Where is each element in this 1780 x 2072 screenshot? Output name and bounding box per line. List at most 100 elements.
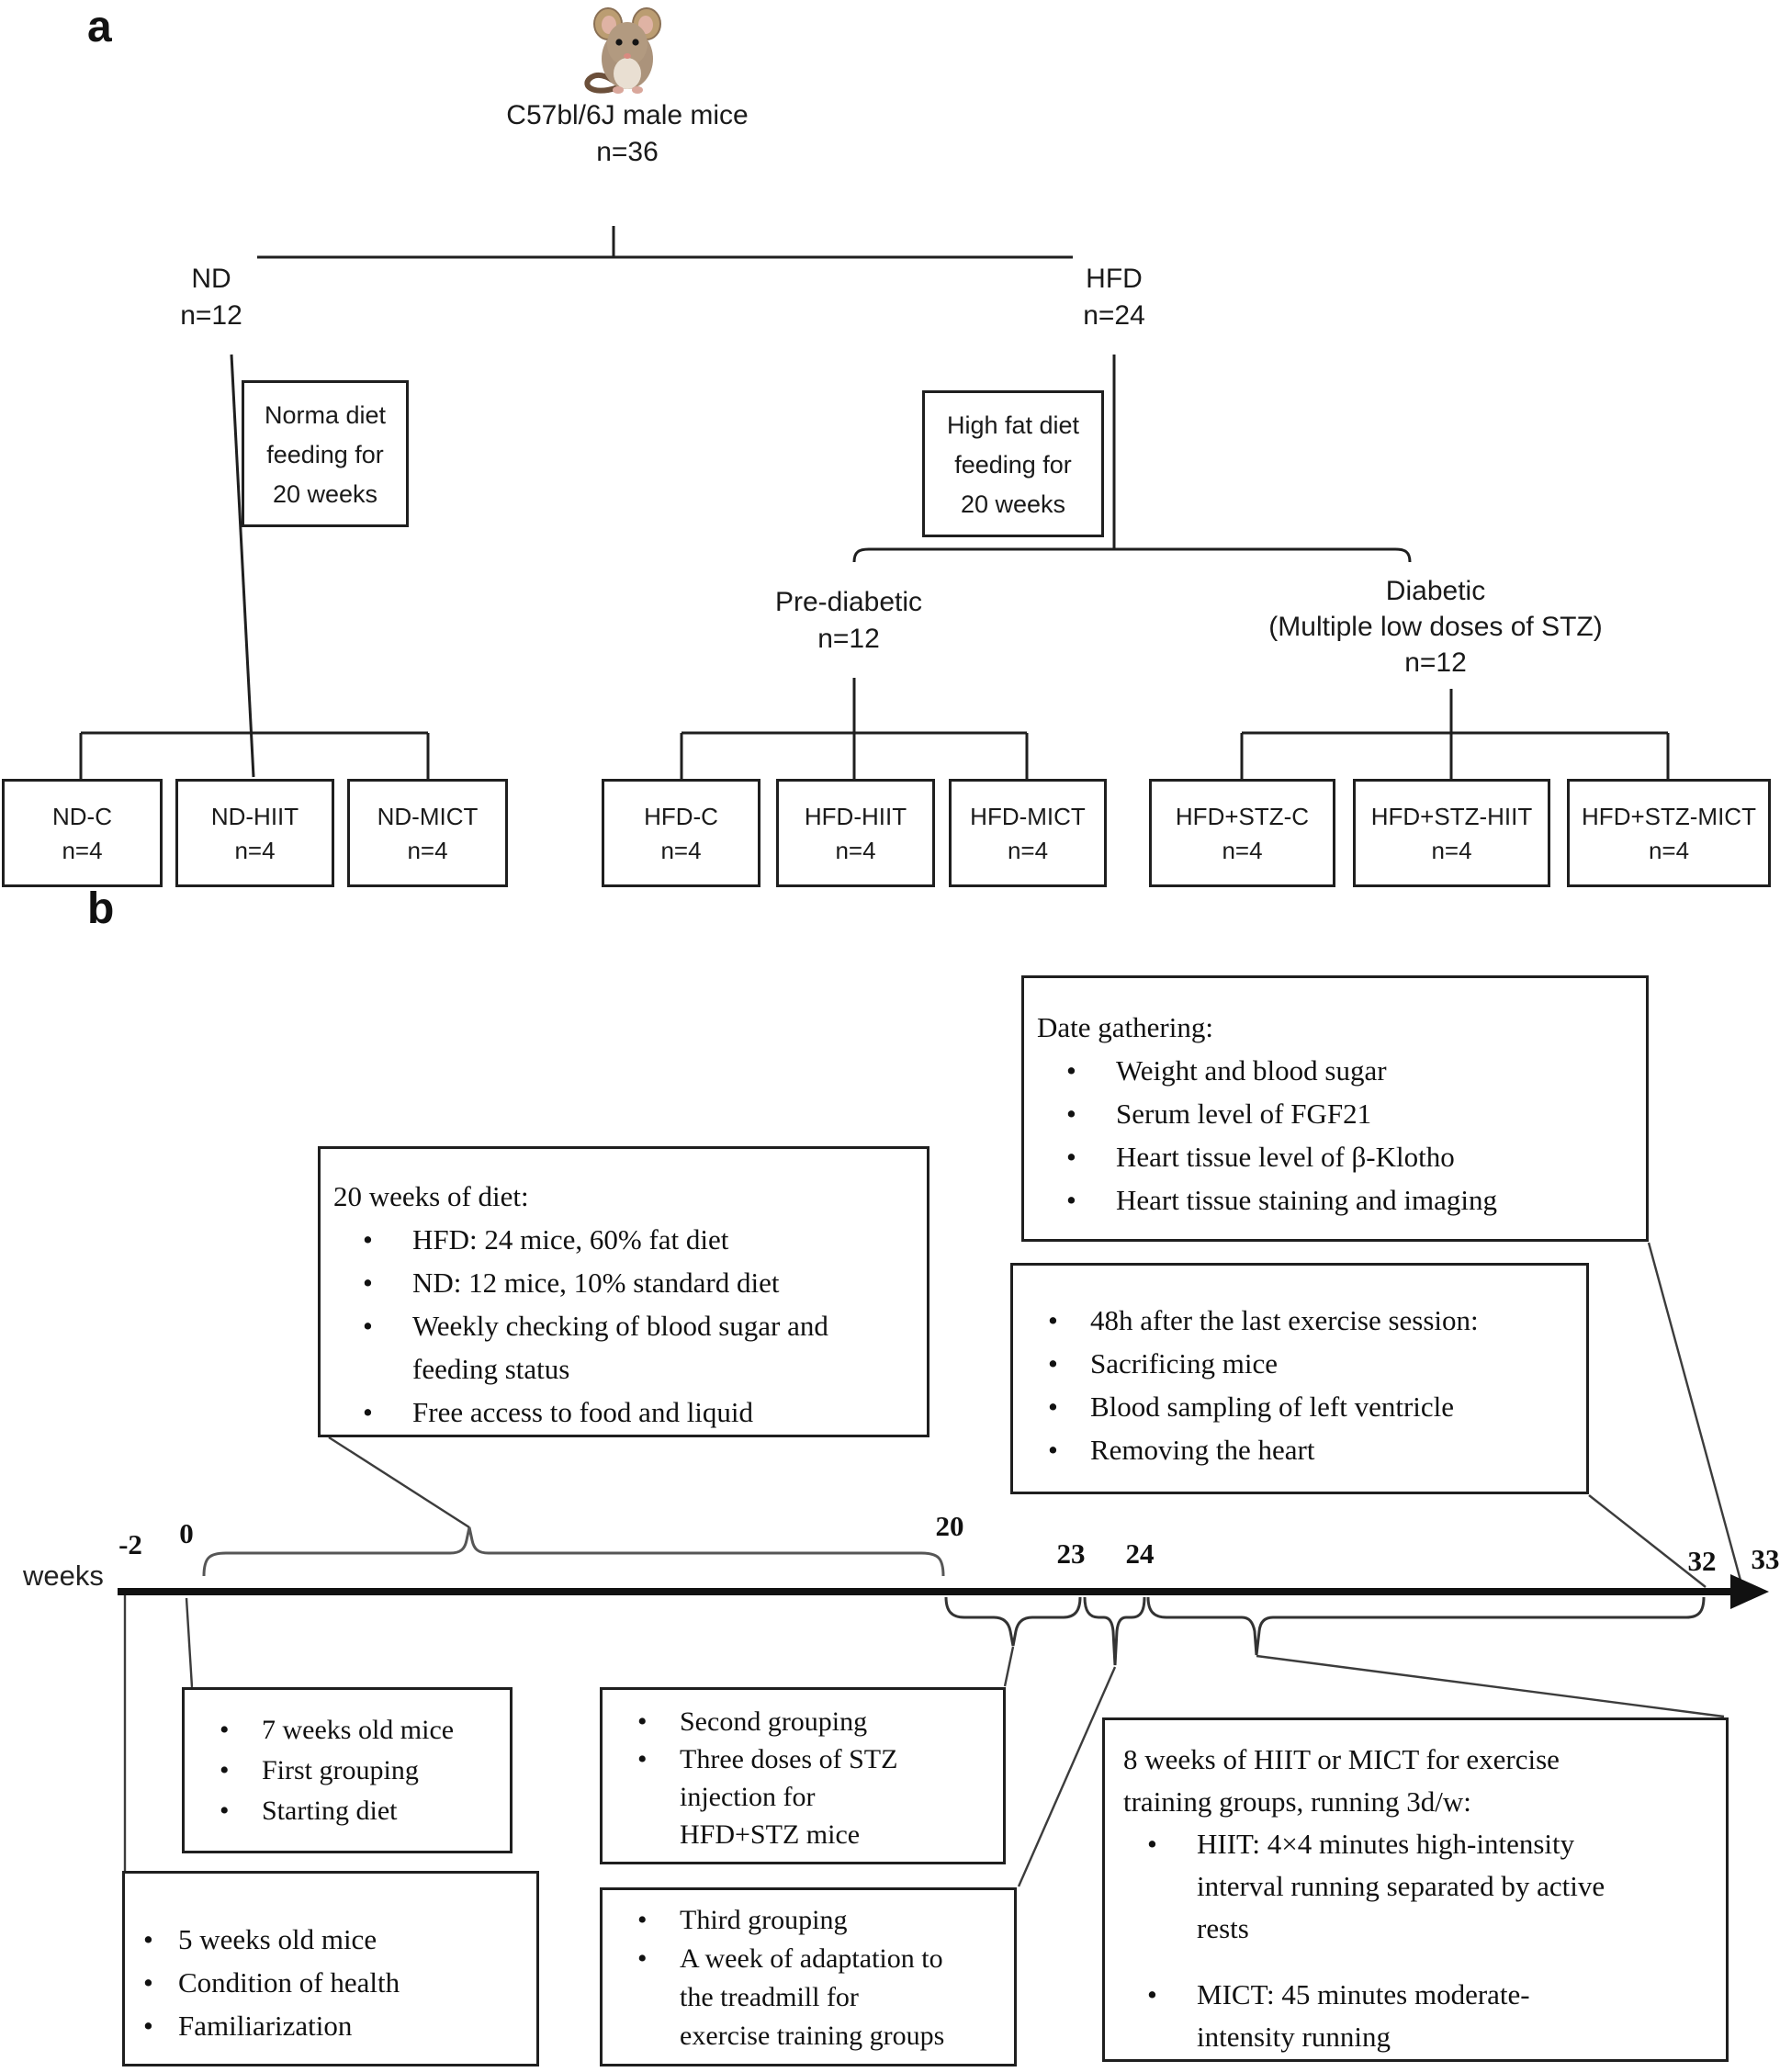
group-name: ND-MICT (377, 803, 479, 830)
week0-item: 7 weeks old mice (185, 1710, 510, 1751)
group-count: n=4 (660, 837, 702, 864)
diet-phase-item: feeding status (412, 1353, 570, 1385)
group-count: n=4 (1431, 837, 1472, 864)
training-title: training groups, running 3d/w: (1123, 1785, 1471, 1818)
diabetic-subtitle: (Multiple low doses of STZ) (1268, 612, 1603, 642)
data-gathering-item: Serum level of FGF21 (1024, 1092, 1646, 1135)
diet-phase-item: HFD: 24 mice, 60% fat diet (321, 1218, 927, 1261)
group-name: HFD-C (644, 803, 718, 830)
data-gathering-item: Weight and blood sugar (1024, 1049, 1646, 1092)
diet-period-brace (202, 1526, 945, 1577)
group-name: HFD+STZ-HIIT (1370, 803, 1533, 830)
tick-week-minus2: -2 (118, 1528, 142, 1560)
week-minus2-item: Condition of health (125, 1961, 536, 2004)
weeks-axis-label: weeks (23, 1560, 104, 1592)
group-box-nd-c: ND-C n=4 (2, 779, 163, 887)
group-name: ND-C (52, 803, 112, 830)
second-grouping-item: HFD+STZ mice (680, 1819, 861, 1850)
week-minus2-item: 5 weeks old mice (125, 1918, 536, 1961)
normal-diet-line: 20 weeks (272, 480, 378, 508)
second-grouping-item: Second grouping (603, 1703, 1003, 1740)
nd-node-title: ND (191, 264, 231, 294)
group-box-nd-hiit: ND-HIIT n=4 (175, 779, 334, 887)
root-node: C57bl/6J male mice n=36 (506, 97, 748, 171)
training-item: MICT: 45 minutes moderate- (1105, 1974, 1726, 2016)
week-minus2-item: Familiarization (125, 2004, 536, 2047)
training-item: intensity running (1197, 2021, 1391, 2053)
high-fat-diet-line: 20 weeks (960, 490, 1066, 518)
diet-phase-box: 20 weeks of diet: HFD: 24 mice, 60% fat … (318, 1146, 929, 1437)
tick-week-20: 20 (935, 1510, 964, 1542)
panel-a-label: a (87, 3, 112, 51)
group-box-hfdstz-c: HFD+STZ-C n=4 (1149, 779, 1335, 887)
hfd-node-title: HFD (1086, 264, 1143, 294)
phase-braces (944, 1596, 1706, 1666)
group-box-nd-mict: ND-MICT n=4 (347, 779, 508, 887)
root-node-title: C57bl/6J male mice (506, 100, 749, 130)
high-fat-diet-box: High fat diet feeding for 20 weeks (922, 390, 1104, 537)
training-box: 8 weeks of HIIT or MICT for exercise tra… (1102, 1717, 1729, 2062)
diet-phase-item: ND: 12 mice, 10% standard diet (321, 1261, 927, 1304)
group-box-hfd-mict: HFD-MICT n=4 (949, 779, 1107, 887)
tick-week-0: 0 (179, 1517, 194, 1549)
second-grouping-item: injection for (680, 1782, 816, 1812)
second-grouping-item: Three doses of STZ (603, 1740, 1003, 1778)
group-box-hfd-c: HFD-C n=4 (602, 779, 760, 887)
group-name: HFD+STZ-C (1175, 803, 1310, 830)
normal-diet-box: Norma diet feeding for 20 weeks (242, 380, 409, 527)
normal-diet-line: Norma diet (264, 401, 387, 429)
prediabetic-title: Pre-diabetic (774, 587, 923, 617)
tick-week-32: 32 (1687, 1545, 1717, 1577)
week0-box: 7 weeks old mice First grouping Starting… (182, 1687, 513, 1853)
sacrifice-item: Blood sampling of left ventricle (1013, 1385, 1586, 1428)
group-name: ND-HIIT (210, 803, 299, 830)
group-name: HFD-HIIT (804, 803, 907, 830)
diabetic-title: Diabetic (1385, 576, 1486, 606)
group-box-hfd-hiit: HFD-HIIT n=4 (776, 779, 935, 887)
sacrifice-item: Sacrificing mice (1013, 1342, 1586, 1385)
data-gathering-title: Date gathering: (1037, 1011, 1213, 1043)
high-fat-diet-line: High fat diet (946, 411, 1080, 439)
week0-item: Starting diet (185, 1791, 510, 1831)
group-count: n=4 (62, 837, 103, 864)
data-gathering-item: Heart tissue staining and imaging (1024, 1178, 1646, 1222)
tick-week-24: 24 (1125, 1537, 1155, 1570)
group-box-hfdstz-hiit: HFD+STZ-HIIT n=4 (1353, 779, 1550, 887)
group-name: HFD+STZ-MICT (1582, 803, 1756, 830)
panel-b-label: b (87, 884, 115, 933)
data-gathering-item: Heart tissue level of β-Klotho (1024, 1135, 1646, 1178)
group-count: n=4 (407, 837, 448, 864)
training-title: 8 weeks of HIIT or MICT for exercise (1123, 1743, 1560, 1775)
sacrifice-item: Removing the heart (1013, 1428, 1586, 1471)
diet-phase-item: Free access to food and liquid (321, 1391, 927, 1434)
prediabetic-count: n=12 (817, 624, 880, 654)
group-name: HFD-MICT (970, 803, 1086, 830)
sacrifice-item: 48h after the last exercise session: (1013, 1299, 1586, 1342)
timeline-arrow (118, 1574, 1769, 1609)
group-box-hfdstz-mict: HFD+STZ-MICT n=4 (1567, 779, 1771, 887)
third-grouping-item: exercise training groups (680, 2021, 945, 2051)
diabetic-count: n=12 (1404, 648, 1467, 678)
third-grouping-item: Third grouping (603, 1901, 1014, 1940)
week-minus2-box: 5 weeks old mice Condition of health Fam… (122, 1871, 539, 2066)
tick-week-33: 33 (1751, 1543, 1780, 1575)
nd-node-count: n=12 (180, 300, 242, 331)
hfd-node: HFD n=24 (1083, 261, 1145, 334)
sacrifice-box: 48h after the last exercise session: Sac… (1010, 1263, 1589, 1494)
diet-phase-item: Weekly checking of blood sugar and (321, 1304, 927, 1347)
group-count: n=4 (835, 837, 876, 864)
week0-item: First grouping (185, 1751, 510, 1791)
group-count: n=4 (1007, 837, 1049, 864)
group-count: n=4 (1222, 837, 1263, 864)
training-item: rests (1197, 1912, 1249, 1944)
diet-phase-title: 20 weeks of diet: (333, 1180, 529, 1212)
root-node-count: n=36 (596, 137, 659, 167)
high-fat-diet-line: feeding for (954, 451, 1072, 479)
prediabetic-node: Pre-diabetic n=12 (775, 584, 922, 658)
training-item: interval running separated by active (1197, 1870, 1605, 1902)
nd-node: ND n=12 (180, 261, 242, 334)
third-grouping-item: the treadmill for (680, 1982, 859, 2012)
group-count: n=4 (1648, 837, 1690, 864)
third-grouping-item: A week of adaptation to (603, 1940, 1014, 1978)
